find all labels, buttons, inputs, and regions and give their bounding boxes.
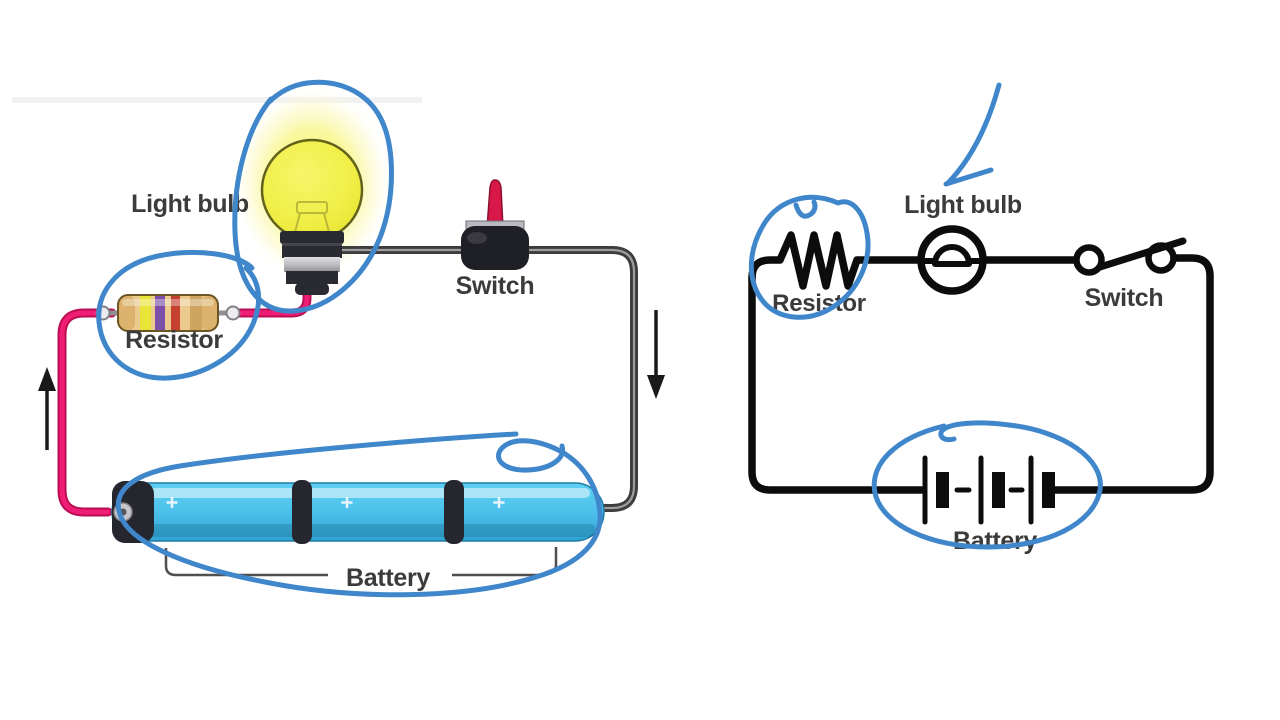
schematic-left-bottom-wire bbox=[748, 274, 925, 494]
annotation-squiggle bbox=[793, 199, 818, 219]
switch-body bbox=[461, 226, 529, 270]
battery-pack-component bbox=[111, 480, 605, 544]
schematic-resistor-symbol bbox=[748, 231, 926, 290]
bulb-base bbox=[280, 231, 344, 295]
annotation-loop-battery-pack bbox=[115, 431, 603, 598]
cell-sparkles bbox=[166, 497, 505, 508]
label-resistor: Resistor bbox=[125, 326, 223, 354]
label-switch: Switch bbox=[1085, 284, 1164, 312]
current-arrow-down-icon bbox=[647, 310, 665, 399]
label-light-bulb: Light bulb bbox=[131, 190, 249, 218]
light-bulb-component bbox=[260, 138, 364, 295]
bulb-glass bbox=[260, 138, 364, 242]
current-arrow-up-icon bbox=[38, 367, 56, 450]
label-switch: Switch bbox=[456, 272, 535, 300]
switch-component bbox=[461, 179, 529, 270]
switch-lever bbox=[486, 179, 504, 229]
resistor-band-violet bbox=[155, 296, 165, 330]
label-battery: Battery bbox=[346, 564, 430, 592]
schematic-lamp-dome bbox=[932, 244, 972, 267]
schematic-battery-symbol bbox=[922, 455, 1055, 525]
schematic-switch-blade bbox=[1096, 237, 1187, 271]
battery-cell-separator bbox=[444, 480, 464, 544]
resistor-band-tan bbox=[190, 296, 202, 330]
schematic-right-wire bbox=[1051, 254, 1214, 494]
video-artifact-band bbox=[12, 97, 422, 103]
annotation-loop-resistor bbox=[96, 249, 262, 381]
label-light-bulb: Light bulb bbox=[904, 191, 1022, 219]
battery-cell-separator bbox=[292, 480, 312, 544]
annotation-arrow-light-bulb bbox=[943, 82, 1002, 187]
right-circuit-diagram: Light bulb Resistor Switch Battery bbox=[748, 191, 1214, 555]
gray-wire bbox=[326, 246, 638, 512]
pen-annotations bbox=[96, 79, 1103, 598]
annotation-loop-schematic-resistor bbox=[748, 194, 871, 320]
schematic-switch-contact-left bbox=[1073, 244, 1105, 276]
label-battery: Battery bbox=[953, 527, 1037, 555]
resistor-band-yellow bbox=[140, 296, 151, 330]
annotation-loop-schematic-battery bbox=[871, 420, 1103, 550]
annotation-loop-light-bulb bbox=[232, 79, 394, 314]
resistor-band-red bbox=[171, 296, 180, 330]
left-circuit-diagram: Light bulb Switch Resistor Battery bbox=[38, 85, 665, 592]
